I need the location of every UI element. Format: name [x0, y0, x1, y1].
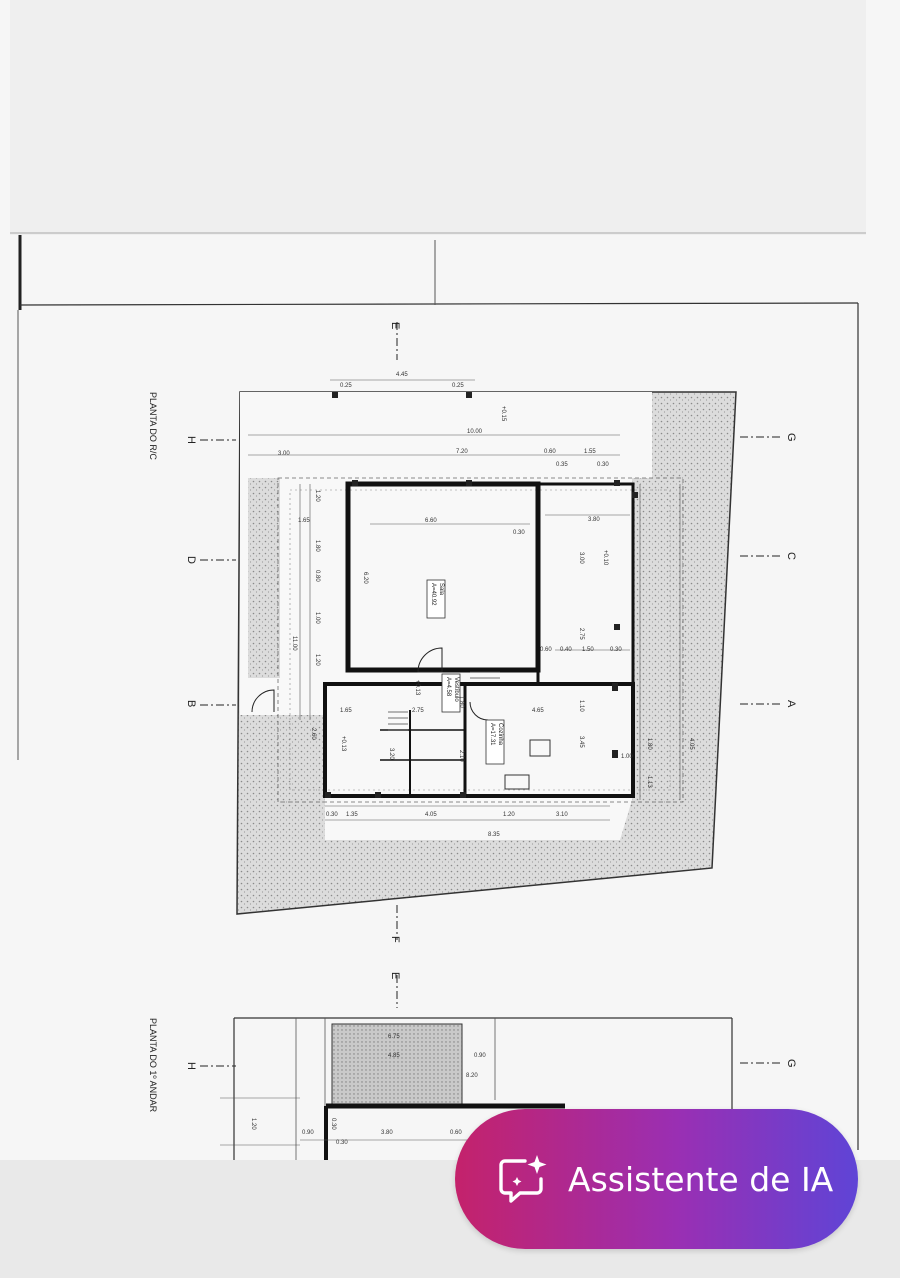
dim-label: 0.90 [302, 1130, 314, 1136]
dim-label: 0.25 [340, 383, 352, 389]
room-cozinha-area: A=17.31 [489, 723, 495, 746]
section-marker-a: A [785, 700, 797, 708]
dim-label: 2.10 [458, 750, 464, 762]
dim-label: 6.75 [388, 1034, 400, 1040]
dim-label: 0.30 [597, 462, 609, 468]
dim-label: 3.20 [388, 748, 394, 760]
dim-label: 8.20 [466, 1073, 478, 1079]
dim-label: 1.65 [298, 518, 310, 524]
section-marker-g: G [785, 1059, 797, 1068]
room-sala-name: Sala [438, 583, 444, 596]
dim-label: 4.05 [688, 738, 694, 750]
dim-label: 11.00 [291, 636, 297, 651]
svg-text:A=17.31: A=17.31 [489, 723, 495, 746]
dim-label: 1.00 [621, 754, 633, 760]
dim-label: 1.20 [314, 490, 320, 502]
section-marker-h: H [185, 436, 197, 444]
dim-label: 0.30 [326, 812, 338, 818]
section-marker-f: F [389, 936, 401, 943]
dim-label: 3.80 [381, 1130, 393, 1136]
level-mark: +0.13 [414, 680, 420, 696]
dim-label: 6.20 [362, 572, 368, 584]
view-title-first-floor: PLANTA DO 1º ANDAR [148, 1018, 158, 1113]
dim-label: 7.20 [456, 449, 468, 455]
floor-plan-page: Sala A=40.92 Vestíbulo A=4.58 Cozinha A=… [10, 232, 866, 1160]
dim-label: 0.30 [336, 1140, 348, 1146]
room-sala-area: A=40.92 [430, 583, 436, 606]
dim-label: 3.00 [278, 451, 290, 457]
dim-label: 0.60 [544, 449, 556, 455]
dim-label: 1.65 [340, 708, 352, 714]
first-floor-plan: 6.75 4.85 0.90 8.20 1.20 0.90 0.30 0.30 … [148, 1017, 733, 1160]
dim-label: 0.40 [560, 647, 572, 653]
dim-label: 2.75 [412, 708, 424, 714]
dim-label: 1.35 [346, 812, 358, 818]
dim-label: 1.20 [314, 654, 320, 666]
section-marker-e: E [389, 972, 401, 979]
view-title-ground: PLANTA DO R/C [148, 392, 158, 460]
ground-floor-plan: Sala A=40.92 Vestíbulo A=4.58 Cozinha A=… [148, 372, 737, 915]
dim-label: 1.20 [503, 812, 515, 818]
room-vestibulo-area: A=4.58 [445, 677, 451, 697]
ai-assistant-label: Assistente de IA [568, 1159, 834, 1199]
dim-label: 0.35 [556, 462, 568, 468]
dim-label: 10.00 [467, 429, 483, 435]
section-marker-d: D [185, 556, 197, 564]
dim-label: 3.00 [578, 552, 584, 564]
room-vestibulo-name: Vestíbulo [453, 677, 459, 702]
dim-label: 4.05 [425, 812, 437, 818]
svg-text:A=4.58: A=4.58 [445, 677, 451, 697]
section-marker-c: C [785, 552, 797, 560]
ai-sparkle-chat-icon [499, 1155, 547, 1203]
dim-label: 0.30 [610, 647, 622, 653]
dim-label: 0.60 [450, 1130, 462, 1136]
dim-label: 0.80 [314, 570, 320, 582]
section-marker-h: H [185, 1062, 197, 1070]
section-marker-e: E [389, 322, 401, 329]
dim-label: 6.60 [425, 518, 437, 524]
dim-label: 1.00 [314, 612, 320, 624]
dim-label: 0.30 [513, 530, 525, 536]
dim-label: 1.80 [458, 696, 464, 708]
level-mark: +0.13 [340, 736, 346, 752]
dim-label: 3.45 [578, 736, 584, 748]
dim-label: 1.55 [584, 449, 596, 455]
svg-text:Sala: Sala [438, 583, 444, 596]
svg-text:Vestíbulo: Vestíbulo [453, 677, 459, 702]
dim-label: 1.50 [582, 647, 594, 653]
dim-label: 4.45 [396, 372, 408, 378]
dim-label: 1.10 [578, 700, 584, 712]
ai-assistant-button[interactable]: Assistente de IA [455, 1109, 858, 1249]
dim-label: 4.65 [532, 708, 544, 714]
level-mark: +0.15 [500, 406, 506, 422]
dim-label: 0.90 [474, 1053, 486, 1059]
dim-label: 0.60 [540, 647, 552, 653]
dim-label: 4.85 [388, 1053, 400, 1059]
dim-label: 1.80 [314, 540, 320, 552]
dim-label: 1.13 [646, 776, 652, 788]
svg-text:A=40.92: A=40.92 [430, 583, 436, 606]
dim-label: 2.60 [310, 728, 316, 740]
section-marker-b: B [185, 700, 197, 707]
document-viewer[interactable]: Sala A=40.92 Vestíbulo A=4.58 Cozinha A=… [0, 0, 900, 1160]
dim-label: 2.75 [578, 628, 584, 640]
dim-label: 3.80 [588, 517, 600, 523]
dim-label: 0.25 [452, 383, 464, 389]
level-mark: +0.10 [602, 550, 608, 566]
dim-label: 8.35 [488, 832, 500, 838]
dim-label: 0.30 [330, 1118, 336, 1130]
svg-text:Cozinha: Cozinha [497, 723, 503, 746]
room-cozinha-name: Cozinha [497, 723, 503, 746]
dim-label: 1.80 [646, 738, 652, 750]
dim-label: 3.10 [556, 812, 568, 818]
dim-label: 1.20 [250, 1118, 256, 1130]
section-marker-g: G [785, 433, 797, 442]
